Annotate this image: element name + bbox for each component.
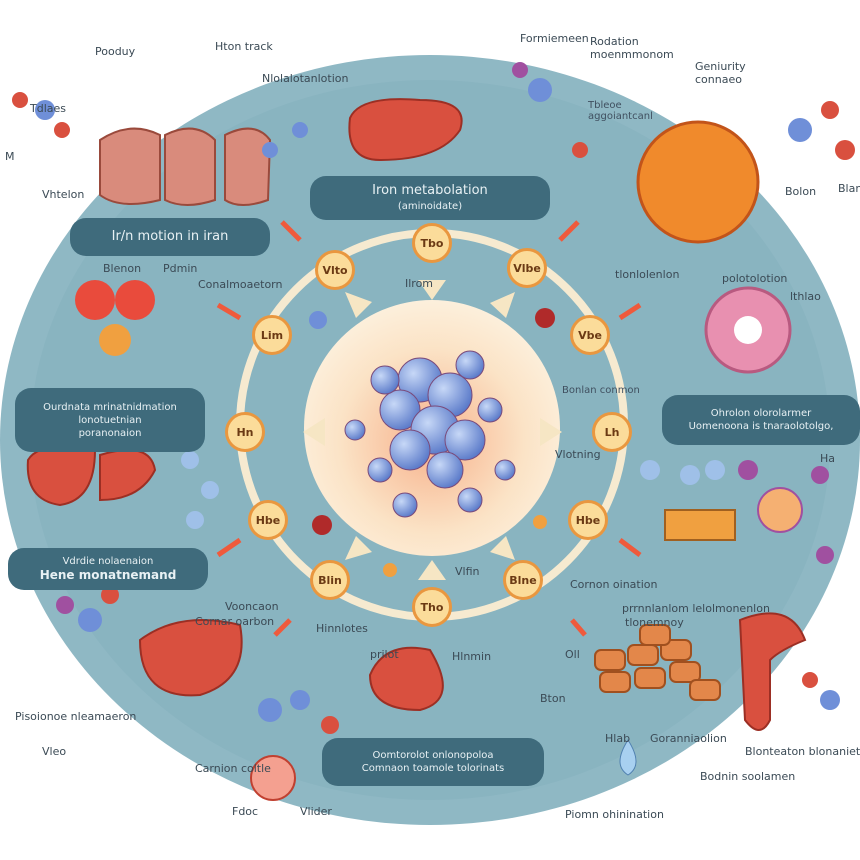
label: Bton — [540, 692, 566, 705]
title-box: Iron metabolation (aminoidate) — [310, 176, 550, 220]
organs — [26, 98, 807, 731]
box-top-left: Ir/n motion in iran — [70, 218, 270, 256]
node: Vlbe — [507, 248, 547, 288]
label: lthlao — [790, 290, 821, 303]
label: Piomn ohinination — [565, 808, 664, 821]
node: Hbe — [568, 500, 608, 540]
node: Lim — [252, 315, 292, 355]
label: Cornar oarbon — [195, 615, 275, 628]
red-arrows — [216, 220, 642, 637]
label: polotolotion — [722, 272, 788, 285]
box-text: lonotuetnian — [78, 414, 142, 426]
label: Bonlan conmon — [562, 385, 640, 396]
title: Iron metabolation — [372, 183, 488, 199]
node: Vbe — [570, 315, 610, 355]
node: Blne — [503, 560, 543, 600]
label: prilot — [370, 648, 399, 661]
label: Blenon — [103, 262, 142, 275]
node: Lh — [592, 412, 632, 452]
label: Pisoionoe nleamaeron — [15, 710, 137, 723]
box-text: Vdrdie nolaenaion — [62, 555, 154, 567]
label: Fdoc — [232, 805, 259, 818]
box-text: Ourdnata mrinatnidmation — [43, 401, 177, 413]
label: Blonteaton blonanietorn — [745, 745, 860, 758]
label: Bodnin soolamen — [700, 770, 796, 783]
label: Ha — [820, 452, 836, 465]
node: Blin — [310, 560, 350, 600]
ring-protein-hole — [734, 316, 762, 344]
box-text: Comnaon toamole tolorinats — [361, 763, 505, 774]
label: Tdlaes — [30, 102, 66, 115]
label: Goranniaolion — [650, 732, 727, 745]
tissue-block — [664, 509, 736, 541]
subtitle: (aminoidate) — [397, 200, 463, 212]
box-text: Ohrolon olorolarmer — [710, 408, 812, 419]
label: Vleo — [42, 745, 67, 758]
box-text: Hene monatnemand — [39, 567, 177, 582]
label: Tbleoe aggoiantcanl — [588, 100, 653, 122]
label: M — [5, 150, 15, 163]
node: Vlto — [315, 250, 355, 290]
water-drop-icon — [619, 739, 637, 776]
box-text: Ir/n motion in iran — [111, 228, 229, 244]
box-text: Oomtorolot onlonopoloa — [372, 750, 494, 761]
label: Oll — [565, 648, 580, 661]
box-text: poranonaion — [78, 427, 142, 439]
box-text: Uomenoona is tnaraolotolgo, — [688, 421, 834, 432]
label: Ilrom — [405, 277, 434, 290]
node: Tho — [412, 587, 452, 627]
label: Pdmin — [163, 262, 198, 275]
label: Vooncaon — [225, 600, 279, 613]
label: Vlider — [300, 805, 332, 818]
label: Vlfin — [455, 565, 480, 578]
label: prrnnlanlom lelolmonenlon — [622, 602, 770, 615]
label: Blan — [838, 182, 860, 195]
molecule-cluster — [344, 350, 516, 518]
label: Nlolalotanlotion — [262, 72, 349, 85]
label: Conalmoaetorn — [198, 278, 283, 291]
label: Pooduy — [95, 45, 136, 58]
label: Vhtelon — [42, 188, 85, 201]
label: Hinnlotes — [316, 622, 368, 635]
label: Vlotning — [555, 448, 601, 461]
label: Carnion coltle — [195, 762, 271, 775]
ferritin-sphere — [636, 120, 760, 244]
heme-blocks — [594, 624, 721, 701]
atoms — [12, 62, 855, 734]
label: tlonemnoy — [625, 616, 684, 629]
lungs — [99, 127, 272, 206]
cell-slice — [250, 755, 296, 801]
label: Rodation moenmmonom — [590, 35, 674, 61]
arrows — [303, 280, 562, 580]
label: Hlab — [605, 732, 631, 745]
label: Hton track — [215, 40, 273, 53]
node: Tbo — [412, 223, 452, 263]
label: Geniurity connaeo — [695, 60, 746, 86]
label: Hlnmin — [452, 650, 492, 663]
label: Bolon — [785, 185, 817, 198]
node: Hbe — [248, 500, 288, 540]
label: Cornon oination — [570, 578, 658, 591]
node: Hn — [225, 412, 265, 452]
label: tlonlolenlon — [615, 268, 680, 281]
label: Formiemeen — [520, 32, 589, 45]
